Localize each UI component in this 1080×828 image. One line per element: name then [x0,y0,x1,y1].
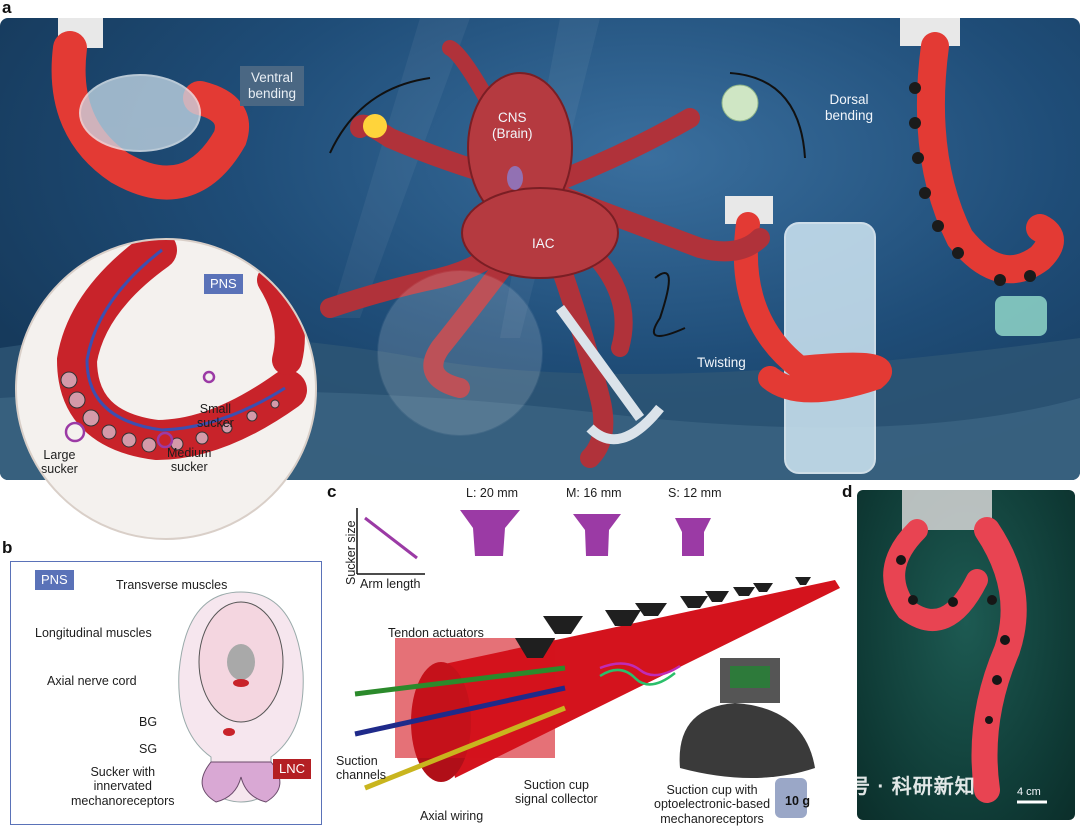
label-suction-channels: Suction channels [336,754,387,783]
label-twisting: Twisting [697,355,746,370]
panel-b-cross-section: PNS Transverse muscles Longitudinal musc… [10,561,322,825]
tag-pns-b: PNS [35,570,74,590]
tag-pns-inset: PNS [204,274,243,294]
label-dorsal-bending: Dorsal bending [825,92,874,123]
scale-bar-label: 4 cm [1017,786,1041,798]
snail-toy [721,84,759,122]
axis-label-sucker-size: Sucker size [344,520,358,585]
label-medium-sucker: Medium sucker [167,446,212,475]
label-iac: IAC [532,236,555,251]
label-sucker-innervated: Sucker with innervated mechanoreceptors [71,765,175,808]
label-small-sucker: Small sucker [197,402,234,431]
soft-arm-ventral [51,31,249,200]
label-bg: BG [139,715,158,729]
cup-object [995,296,1047,336]
label-large-sucker: Large sucker [41,448,78,477]
glass-tube [784,222,876,474]
label-m-size: M: 16 mm [566,486,622,500]
label-l-size: L: 20 mm [466,486,519,500]
panel-d-illustration [883,490,1047,804]
arm-cross-section-illustration [56,240,307,461]
panel-d-photo: 4 cm [857,490,1075,820]
label-tendon-actuators: Tendon actuators [388,626,484,640]
label-weight: 10 g [785,794,811,808]
zoom-bubble [377,270,543,436]
label-signal-collector: Suction cup signal collector [515,778,598,807]
label-axial-nerve-cord: Axial nerve cord [47,674,137,688]
label-axial-wiring: Axial wiring [420,809,484,823]
label-optoelectronic: Suction cup with optoelectronic-based me… [654,783,771,826]
axis-label-arm-length: Arm length [360,577,421,591]
bend-arc-right [729,72,806,159]
tag-lnc: LNC [273,759,312,779]
dorsal-suckers [909,82,1036,286]
panel-label-a: a [2,0,12,17]
label-cns: CNS (Brain) [492,110,533,141]
label-sg: SG [139,742,158,756]
twist-squiggle [652,272,686,337]
soft-arm-dorsal [916,32,1064,284]
panel-b-illustration [178,591,304,803]
watermark-text: 公众号 · 科研新知 [808,776,976,798]
panel-label-b: b [2,538,13,557]
label-longitudinal-muscles: Longitudinal muscles [35,626,152,640]
label-s-size: S: 12 mm [668,486,722,500]
panel-c-illustration [354,508,840,818]
plastic-bottle [79,74,201,152]
label-transverse-muscles: Transverse muscles [116,578,228,592]
bend-arc-left [329,77,431,154]
arm-zoom-inset: PNS Large sucker Medium sucker Small suc… [15,238,317,540]
panel-label-d: d [842,482,853,501]
label-ventral-bending: Ventral bending [240,66,305,106]
panel-label-c: c [327,482,337,501]
soft-arm-twisting [733,212,892,403]
anchor [555,305,664,445]
duck-toy [363,114,387,138]
